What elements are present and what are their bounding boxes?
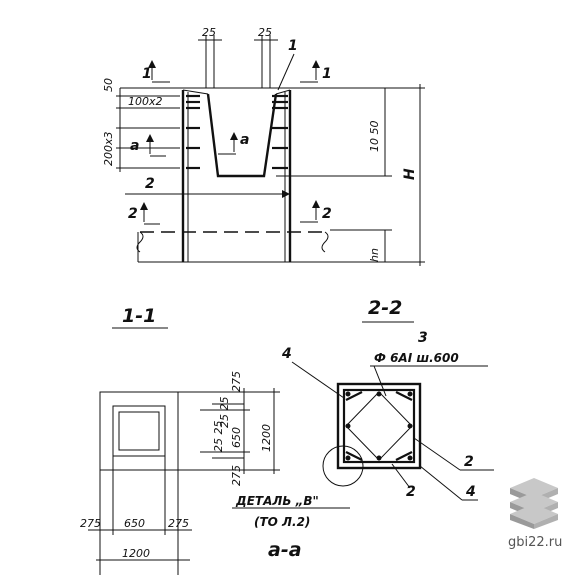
section-2-2-view: 2-2 3 Ф 6АI ш.600 4 2 2 4 — [281, 297, 494, 501]
dim-bottom-275-left: 275 — [80, 517, 101, 530]
callout-1-elevation: 1 — [288, 38, 298, 54]
stirrups-right — [272, 94, 288, 170]
dim-stack-275-top: 275 — [230, 371, 243, 392]
dim-stack-275-bottom: 275 — [230, 465, 243, 486]
dim-right-H: H — [402, 168, 418, 180]
dim-inner-25-25-top: 25 25 — [218, 397, 231, 429]
dim-total-right-1200: 1200 — [260, 424, 273, 452]
callout-2-elevation: 2 — [145, 176, 155, 192]
dim-bottom-275-right: 275 — [168, 517, 189, 530]
section-mark-1-left: 1 — [142, 66, 152, 82]
watermark-text: gbi22.ru — [508, 535, 563, 550]
section-1-1-title: 1-1 — [122, 305, 156, 327]
callout-2-bottom: 2 — [406, 484, 416, 500]
dim-inner-25-25-bottom: 25 25 — [212, 421, 225, 453]
dim-left-50: 50 — [102, 78, 115, 92]
dim-stack-650: 650 — [230, 427, 243, 448]
dim-bottom-total-1200: 1200 — [122, 547, 150, 560]
section-2-2-title: 2-2 — [368, 297, 402, 319]
section-mark-a-left: a — [130, 138, 139, 154]
section-mark-2-right: 2 — [322, 206, 332, 222]
dim-right-hn: hn — [368, 248, 381, 262]
section-a-a-title: a-a — [268, 539, 302, 561]
section-mark-2-left: 2 — [128, 206, 138, 222]
note-100x2: 100x2 — [128, 95, 163, 108]
callout-2-right: 2 — [464, 454, 474, 470]
gbi22-logo-icon — [510, 478, 558, 529]
dim-right-1050: 10 50 — [368, 121, 381, 153]
detail-b-note: ДЕТАЛЬ „В" — [235, 494, 319, 508]
elevation-view: 25 25 1 1 1 — [102, 26, 425, 266]
rebar-spec-note: Ф 6АI ш.600 — [374, 351, 459, 365]
section-mark-a-center: a — [240, 132, 249, 148]
section-mark-1-right: 1 — [322, 66, 332, 82]
dim-bottom-650: 650 — [124, 517, 145, 530]
callout-4-top: 4 — [281, 346, 292, 362]
callout-4-bottom: 4 — [465, 484, 476, 500]
stirrups-left — [186, 94, 200, 170]
callout-3: 3 — [418, 330, 428, 346]
section-1-1-view: 1-1 275 650 275 25 25 25 25 1200 275 650… — [80, 305, 350, 575]
detail-b-reference: (ТО Л.2) — [254, 515, 310, 529]
dim-left-200x3: 200x3 — [102, 131, 115, 166]
